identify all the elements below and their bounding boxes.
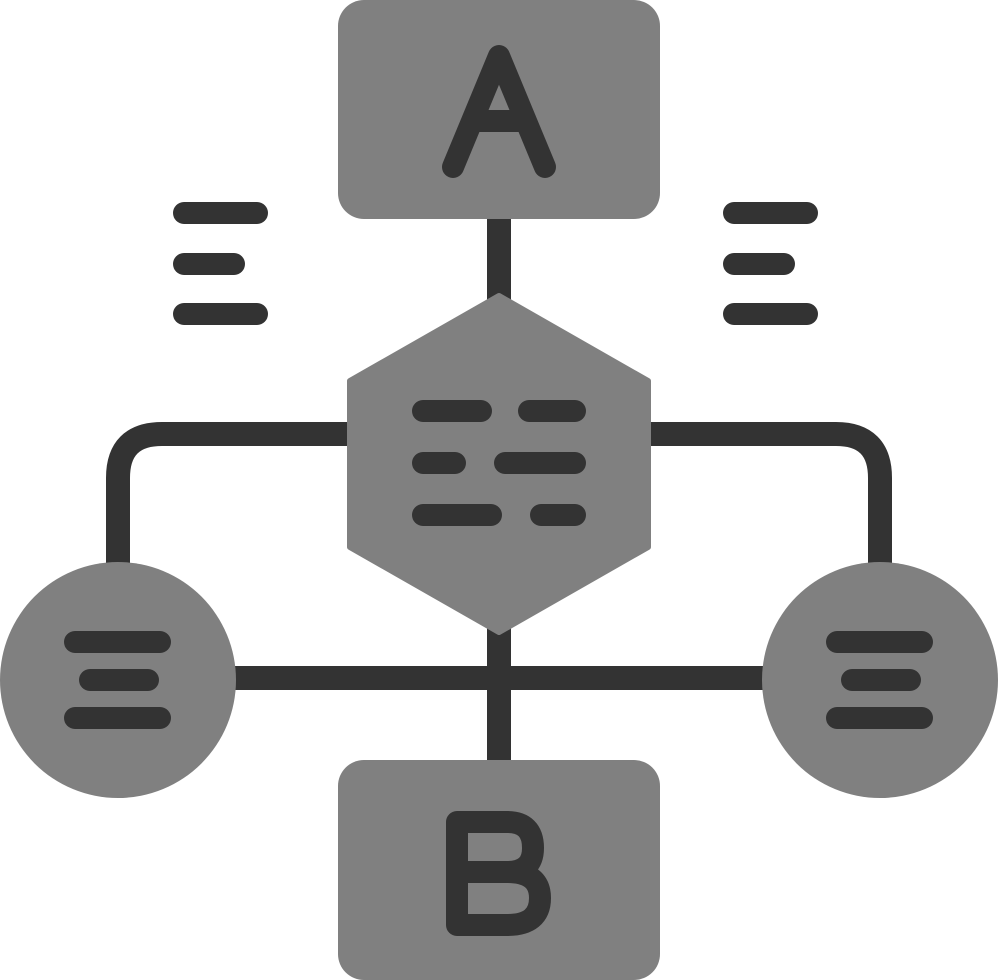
hexagon-hub	[347, 293, 651, 635]
left-circle-list-icon	[64, 631, 171, 729]
right-note-icon	[723, 202, 818, 325]
connector-hub-to-right-node	[644, 422, 892, 567]
letter-b-glyph	[446, 811, 551, 936]
left-note-icon	[173, 202, 268, 325]
right-circle-node	[762, 562, 998, 798]
node-a: A	[338, 0, 660, 219]
connector-hub-to-left-node	[106, 422, 354, 567]
connectors	[106, 215, 892, 766]
letter-a-glyph	[442, 45, 556, 178]
right-circle-list-icon	[826, 631, 933, 729]
hexagon-text-lines	[412, 400, 586, 526]
node-a-box	[338, 0, 660, 219]
left-circle-node	[0, 562, 236, 798]
node-b: B	[338, 760, 660, 980]
